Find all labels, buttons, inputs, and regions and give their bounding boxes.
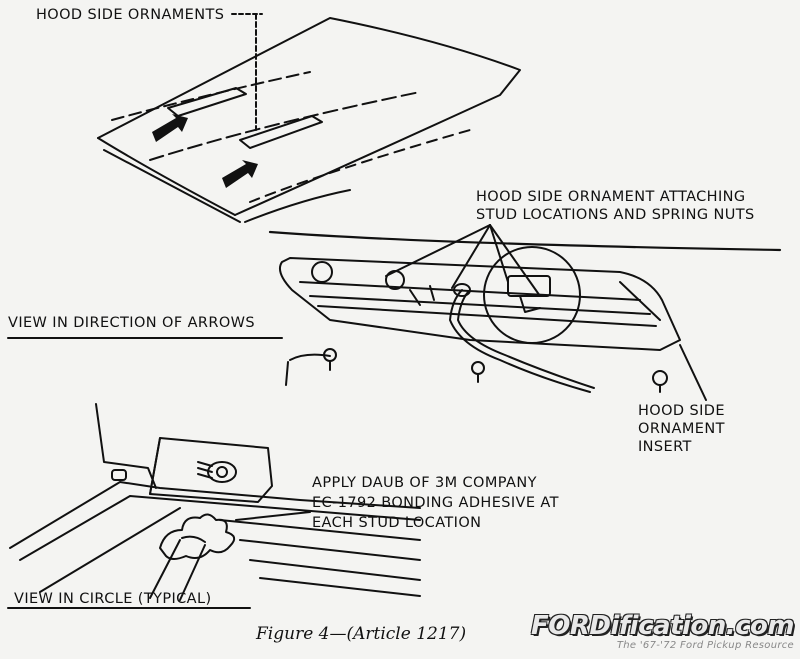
- adhesive-label-line1: APPLY DAUB OF 3M COMPANY: [312, 475, 537, 491]
- direction-arrows: [152, 114, 258, 188]
- watermark: FORDification.com The '67-'72 Ford Picku…: [530, 611, 795, 652]
- adhesive-label-line3: EACH STUD LOCATION: [312, 515, 482, 531]
- stud-locations-label-line1: HOOD SIDE ORNAMENT ATTACHING: [476, 189, 746, 205]
- ornament-underside-drawing: [7, 224, 707, 401]
- hood-side-ornaments-label: HOOD SIDE ORNAMENTS: [36, 7, 225, 23]
- watermark-name: FORDification.com: [530, 611, 795, 641]
- watermark-tagline: The '67-'72 Ford Pickup Resource: [616, 640, 794, 651]
- insert-label-line3: INSERT: [638, 439, 692, 455]
- hood-panel-drawing: [97, 13, 782, 252]
- insert-label-line1: HOOD SIDE: [638, 403, 725, 419]
- stud-locations-label-line2: STUD LOCATIONS AND SPRING NUTS: [476, 207, 755, 223]
- insert-label-line2: ORNAMENT: [638, 421, 725, 437]
- figure-caption: Figure 4—(Article 1217): [256, 624, 467, 644]
- circle-detail-drawing: [7, 403, 421, 609]
- view-circle-heading: VIEW IN CIRCLE (TYPICAL): [14, 591, 212, 607]
- adhesive-label-line2: EC-1792 BONDING ADHESIVE AT: [312, 495, 559, 511]
- view-direction-heading: VIEW IN DIRECTION OF ARROWS: [8, 315, 256, 331]
